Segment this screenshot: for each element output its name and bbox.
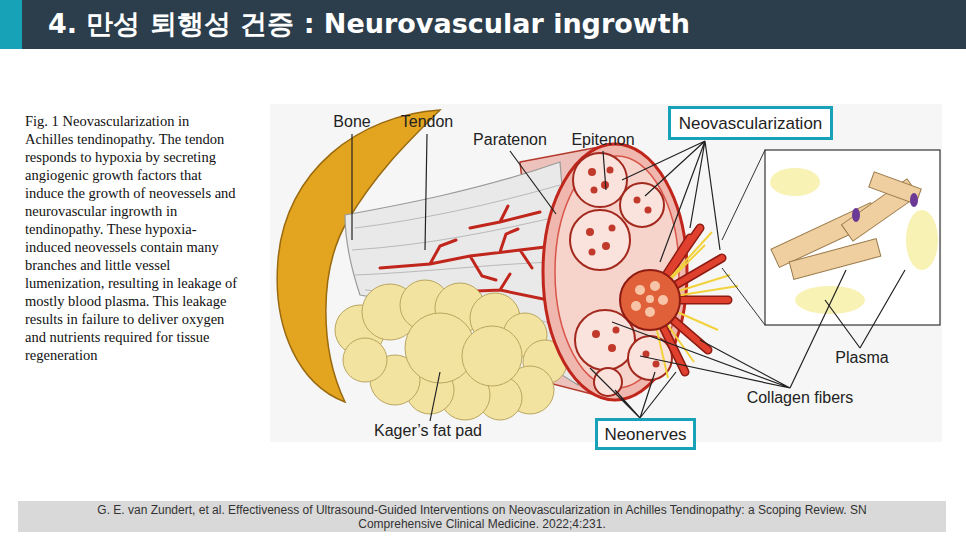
fat-pad — [343, 338, 387, 382]
tendon-cross-section — [591, 187, 598, 194]
tendon-cross-section — [607, 167, 614, 174]
part-label: Plasma — [835, 348, 888, 368]
leader-line — [430, 372, 440, 421]
part-label: Tendon — [401, 112, 454, 132]
tendon-cross-section — [589, 249, 596, 256]
fat-pad — [462, 326, 522, 386]
figure-background — [270, 104, 942, 442]
title-bar — [0, 0, 22, 49]
title-bar — [0, 0, 966, 49]
title-bar — [0, 0, 966, 49]
tendon-cross-section — [586, 167, 660, 368]
neovessel-bundle — [646, 295, 654, 303]
zoom-inset — [765, 150, 940, 325]
tendon-cross-section — [570, 210, 630, 270]
callout-box: Neovascularization — [668, 106, 833, 140]
callout-box: Neonerves — [595, 418, 696, 450]
leader-line — [510, 151, 556, 214]
node-text: G. E. van Zundert, et al. Effectiveness … — [87, 503, 877, 531]
tendon-cross-section — [634, 197, 641, 204]
tendon-cross-section — [608, 344, 616, 352]
part-label: Collagen fibers — [747, 388, 854, 408]
tendon-cross-section — [573, 153, 627, 207]
node-text: Neonerves — [604, 425, 686, 444]
neovessel-bundle — [658, 295, 668, 305]
zoom-inset — [795, 286, 865, 314]
zoom-inset — [722, 150, 765, 325]
part-label: Kager’s fat pad — [374, 421, 482, 441]
neovessel-bundle — [645, 307, 655, 317]
leader-line — [603, 151, 606, 190]
tendon-cross-section — [609, 225, 616, 232]
leader-line — [622, 141, 720, 262]
reference-band: G. E. van Zundert, et al. Effectiveness … — [18, 501, 946, 532]
neovessel-bundle — [620, 228, 738, 378]
figure-caption: Fig. 1 Neovascularization in Achilles te… — [25, 112, 240, 364]
figure-background — [270, 104, 942, 442]
tendon-cross-section — [645, 207, 652, 214]
zoom-inset — [852, 208, 860, 222]
zoom-inset — [906, 210, 938, 270]
slide-title: 4. 만성 퇴행성 건증 : Neurovascular ingrowth — [48, 7, 690, 41]
tendon-cross-section — [586, 228, 594, 236]
leader-line — [825, 270, 905, 348]
leader-line — [351, 134, 352, 240]
tendon-cross-section — [592, 330, 600, 338]
leader-line — [590, 368, 676, 418]
node-text: Neovascularization — [679, 114, 823, 133]
tendon-cross-section — [602, 242, 610, 250]
zoom-inset — [910, 193, 918, 207]
neovessel-bundle — [631, 281, 668, 317]
zoom-inset — [722, 150, 940, 325]
tendon-cross-section — [588, 168, 596, 176]
neovessel-bundle — [620, 270, 680, 330]
zoom-inset — [770, 168, 820, 196]
fat-pad — [335, 280, 567, 420]
neovessel-bundle — [650, 281, 660, 291]
neovessel-bundle — [631, 301, 641, 311]
leader-line — [352, 134, 905, 421]
tendon-cross-section — [653, 361, 660, 368]
tendon-cross-section — [594, 368, 622, 396]
zoom-inset — [789, 239, 881, 280]
part-label: Bone — [333, 112, 370, 132]
part-label: Epitenon — [571, 130, 634, 150]
part-label: Paratenon — [473, 130, 547, 150]
tendon-cross-section — [613, 327, 620, 334]
neovessel-bundle — [635, 285, 645, 295]
leader-line — [425, 134, 427, 250]
tendon-cross-section — [620, 183, 664, 227]
leader-line — [612, 270, 846, 388]
